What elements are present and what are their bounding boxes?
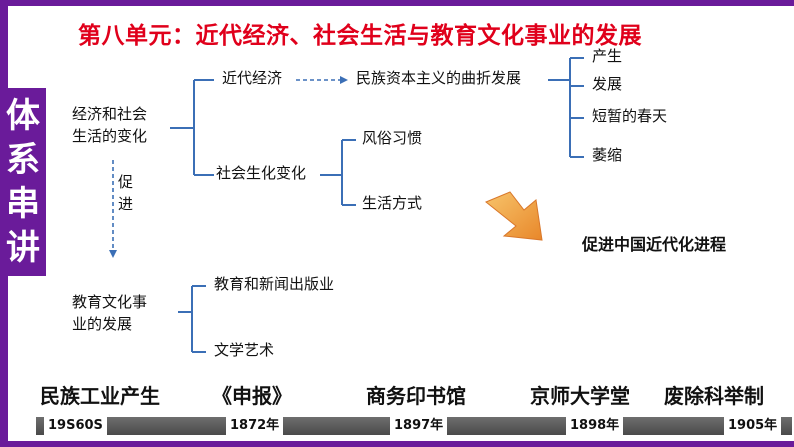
node-stage-develop: 发展 [592,75,623,93]
timeline-label: 废除科举制 [664,384,764,408]
timeline-date: 19S60S [44,417,107,435]
top-border [0,0,794,6]
node-capitalism: 民族资本主义的曲折发展 [356,69,522,87]
section-tab-char: 体 [6,96,40,136]
dashed-arrow-econ [296,76,348,84]
node-lifestyle: 生活方式 [362,194,423,212]
node-econ: 近代经济 [222,69,283,87]
connector-root [170,79,214,176]
node-modernize: 促进中国近代化进程 [582,235,727,254]
dashed-arrow-promote [109,160,117,258]
timeline-label: 商务印书馆 [366,384,466,408]
orange-arrow-icon [485,191,543,241]
node-promote: 促 进 [118,173,134,213]
page-title: 第八单元：近代经济、社会生活与教育文化事业的发展 [78,23,642,49]
connector-capitalism [548,57,584,158]
section-tab-char: 串 [6,184,40,224]
timeline-date: 1905年 [724,417,782,435]
connector-social [320,139,356,206]
node-root: 经济和社会 生活的变化 [72,105,148,145]
node-social: 社会生化变化 [216,164,307,182]
timeline-date: 1872年 [226,417,284,435]
node-customs: 风俗习惯 [362,129,423,147]
timeline-label: 《申报》 [212,384,292,408]
timeline-date: 1898年 [566,417,624,435]
timeline-label: 民族工业产生 [40,384,160,408]
bottom-border [0,441,794,447]
node-edu: 教育文化事 业的发展 [72,293,148,333]
timeline-date: 1897年 [390,417,448,435]
node-press: 教育和新闻出版业 [214,275,335,293]
timeline-label: 京师大学堂 [530,384,630,408]
section-tab-char: 系 [6,140,40,180]
section-tab: 体 系 串 讲 [0,88,46,276]
section-tab-char: 讲 [6,228,40,268]
node-stage-emerge: 产生 [592,47,623,65]
connector-edu [178,285,206,353]
node-art: 文学艺术 [214,341,275,359]
node-stage-spring: 短暂的春天 [592,107,668,125]
node-stage-shrink: 萎缩 [592,146,623,164]
